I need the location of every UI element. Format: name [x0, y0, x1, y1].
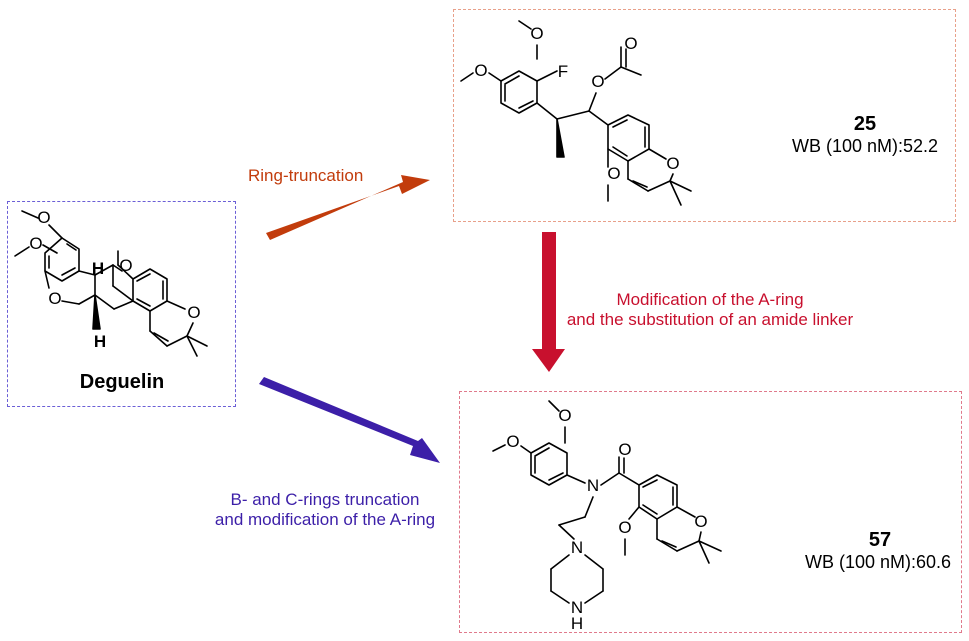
compound-57-oxygen-label: O: [618, 518, 631, 537]
compound-25-oxygen-label: O: [530, 24, 543, 43]
deguelin-oxygen-label: O: [187, 303, 200, 322]
bc-truncation-arrow-shape: [259, 377, 440, 463]
deguelin-structure: O O O H H O O: [14, 208, 208, 357]
compound-25-structure: O O F O O O O: [460, 20, 692, 206]
bc-truncation-label-line2: and modification of the A-ring: [214, 510, 436, 529]
compound-25-oxygen-label: O: [624, 34, 637, 53]
deguelin-oxygen-label: O: [29, 234, 42, 253]
compound-57-oxygen-label: O: [506, 432, 519, 451]
deguelin-box: [7, 201, 236, 407]
compound-25-oxygen-label: O: [607, 164, 620, 183]
compound-57-activity: WB (100 nM):60.6: [804, 552, 952, 572]
ring-truncation-label: Ring-truncation: [248, 166, 364, 185]
modification-label-line2: and the substitution of an amide linker: [566, 310, 854, 329]
compound-57-structure: O O N O O O N N H: [492, 400, 722, 633]
compound-57-oxygen-label: O: [558, 406, 571, 425]
compound-25-activity: WB (100 nM):52.2: [791, 136, 939, 156]
deguelin-h-label: H: [92, 259, 104, 278]
compound-57-oxygen-label: O: [694, 512, 707, 531]
compound-57-nitrogen-label: N: [571, 538, 583, 557]
deguelin-h-label: H: [94, 332, 106, 351]
compound-57-number: 57: [868, 529, 892, 551]
modification-label-line1: Modification of the A-ring: [616, 290, 804, 309]
deguelin-name: Deguelin: [79, 371, 165, 393]
deguelin-oxygen-label: O: [48, 289, 61, 308]
compound-25-oxygen-label: O: [474, 61, 487, 80]
compound-25-oxygen-label: O: [591, 72, 604, 91]
compound-57-nitrogen-label: N: [571, 598, 583, 617]
compound-25-oxygen-label: O: [666, 154, 679, 173]
compound-57-oxygen-label: O: [618, 440, 631, 459]
compound-57-nh-hydrogen-label: H: [571, 614, 583, 633]
compound-57-box: [459, 391, 962, 633]
compound-57-nitrogen-label: N: [587, 476, 599, 495]
ring-truncation-arrow-shape: [266, 175, 430, 240]
compound-25-fluorine-label: F: [558, 62, 568, 81]
compound-25-box: [453, 9, 956, 222]
modification-arrow-shape: [532, 232, 565, 372]
compound-25-number: 25: [853, 113, 877, 135]
deguelin-oxygen-label: O: [37, 208, 50, 227]
bc-truncation-label-line1: B- and C-rings truncation: [230, 490, 420, 509]
